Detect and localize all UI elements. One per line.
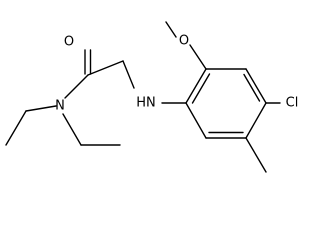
bond-ring-a-b	[185, 68, 207, 104]
bond-ring-f-a	[185, 102, 207, 139]
bond-ch2-nh	[122, 60, 135, 89]
bond-ring-d-e	[245, 102, 267, 139]
structure-svg: O N HN O Cl	[5, 21, 298, 173]
bond-ring-inner-2	[243, 73, 261, 102]
bond-carbonyl-ch2	[87, 60, 124, 76]
bond-ring-methyl	[245, 137, 267, 173]
bond-n-ethyl1-ch2	[25, 105, 57, 112]
atom-label-chlorine: Cl	[286, 96, 299, 111]
atom-label-methoxy-oxygen: O	[179, 34, 189, 49]
atom-label-amide-nitrogen: N	[55, 99, 65, 114]
molecule-diagram: O N HN O Cl	[5, 21, 298, 173]
bond-ring-c-d	[245, 68, 267, 104]
bond-methoxy-o-ch3	[165, 21, 177, 38]
atom-labels: O N HN O Cl	[55, 34, 298, 114]
atom-label-carbonyl-oxygen: O	[64, 35, 74, 50]
bonds	[5, 21, 281, 173]
atom-label-amine-nitrogen: HN	[136, 96, 156, 111]
bond-ethyl1-ch2-ch3	[5, 110, 27, 146]
bond-ring-methoxy-o	[189, 44, 207, 70]
bond-carbonyl-amide-n	[64, 74, 89, 99]
bond-n-ethyl2-ch2	[62, 113, 82, 146]
bond-ring-inner-1	[191, 73, 211, 104]
